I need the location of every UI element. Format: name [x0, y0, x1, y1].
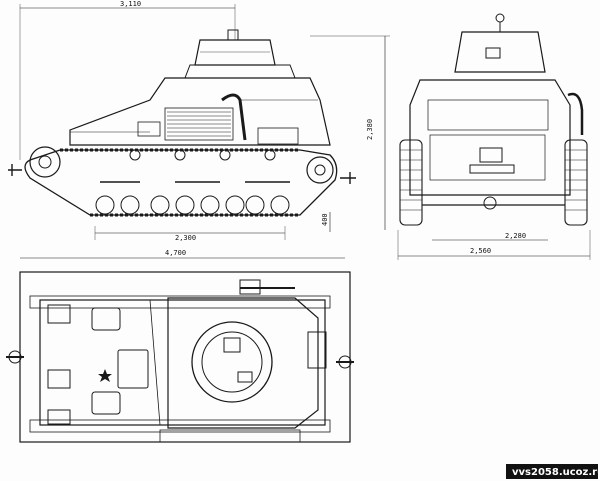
dim-width-overall: 2,560 — [470, 247, 491, 255]
dim-length: 4,700 — [165, 249, 186, 257]
dim-track-gauge: 2,280 — [505, 232, 526, 240]
watermark-text: vvs2058.ucoz.ru — [512, 467, 600, 478]
dim-overall-height: 3,110 — [120, 0, 141, 8]
side-view: 3,110 — [8, 0, 390, 259]
dim-hull-height: 2,380 — [366, 119, 374, 140]
dim-ground-clearance: 400 — [321, 213, 329, 226]
dim-track-contact: 2,300 — [175, 234, 196, 242]
watermark: vvs2058.ucoz.ru — [506, 464, 600, 479]
top-view — [6, 271, 354, 443]
front-view: 2,280 2,560 — [397, 13, 591, 260]
